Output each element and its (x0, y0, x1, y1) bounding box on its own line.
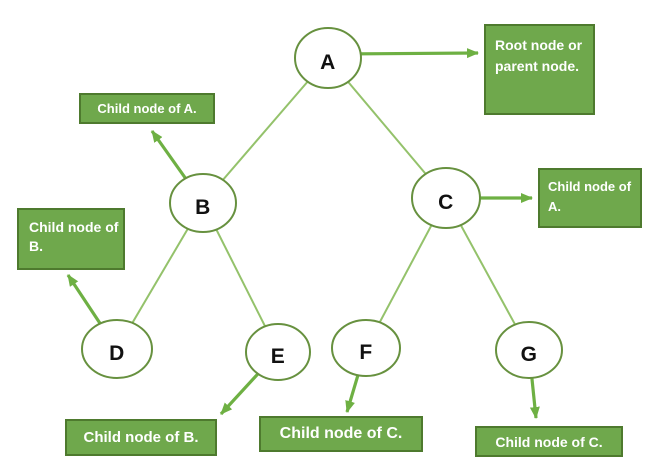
annotation-child-of-a-upper: Child node of A. (79, 93, 215, 124)
node-e-circle (245, 323, 311, 381)
annotation-child-of-b-left: Child node of B. (17, 208, 125, 270)
node-b-circle (169, 173, 237, 233)
node-d-label: D (109, 342, 125, 365)
node-g-label: G (520, 343, 538, 366)
node-f-circle (331, 319, 401, 377)
node-f-label: F (359, 341, 373, 364)
node-e-label: E (270, 345, 286, 368)
node-a-label: A (320, 51, 336, 74)
annotation-child-of-b-bottom: Child node of B. (65, 419, 217, 456)
node-c-label: C (438, 191, 454, 214)
annotation-child-of-c-mid: Child node of C. (259, 416, 423, 452)
annotation-child-of-a-right: Child node of A. (538, 168, 642, 228)
annotation-root-node: Root node or parent node. (484, 24, 595, 115)
node-g-circle (495, 321, 563, 379)
node-d-circle (81, 319, 153, 379)
node-a-circle (294, 27, 362, 89)
tree-node-circles (81, 27, 563, 381)
annotation-child-of-c-right: Child node of C. (475, 426, 623, 457)
node-c-circle (411, 167, 481, 229)
node-b-label: B (195, 196, 211, 219)
